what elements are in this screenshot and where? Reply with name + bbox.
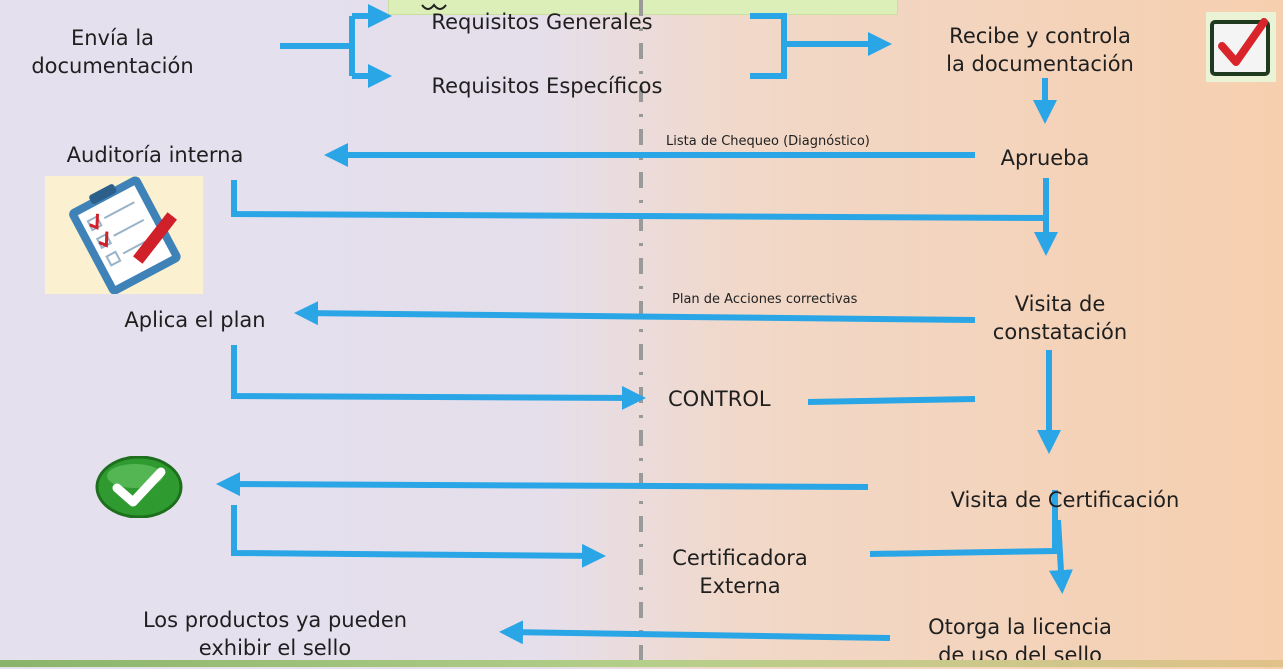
verification-visit-label: Visita de constatación bbox=[960, 290, 1160, 346]
bracket-right bbox=[750, 13, 787, 79]
control-label: CONTROL bbox=[668, 387, 771, 411]
external-certifier-line1: Certificadora bbox=[672, 546, 808, 570]
green-checkmark-icon bbox=[95, 455, 183, 519]
receive-control-line1: Recibe y controla bbox=[949, 24, 1131, 48]
checklist-clipboard-icon bbox=[45, 176, 203, 295]
checkbox-checked-icon bbox=[1206, 12, 1276, 82]
internal-audit-label: Auditoría interna bbox=[66, 143, 244, 167]
apply-plan-label: Aplica el plan bbox=[124, 308, 266, 332]
external-certifier-line2: Externa bbox=[699, 574, 781, 598]
verification-visit-line2: constatación bbox=[992, 320, 1128, 344]
requirements-general-label: Requisitos Generales bbox=[431, 10, 653, 34]
banner-decoration-icon bbox=[410, 0, 460, 14]
arrow-to-check bbox=[216, 472, 869, 497]
approves-label: Aprueba bbox=[1000, 146, 1090, 170]
bottom-accent-strip bbox=[0, 660, 1283, 667]
arrow-to-license bbox=[1048, 519, 1073, 594]
line-certifier-right bbox=[869, 490, 1058, 557]
corrective-plan-label: Plan de Acciones correctivas bbox=[672, 292, 858, 307]
arrow-to-certifier bbox=[231, 505, 606, 568]
send-docs-line2: documentación bbox=[31, 54, 194, 78]
send-docs-line1: Envía la bbox=[70, 26, 155, 50]
arrow-to-control bbox=[231, 345, 646, 410]
certification-visit-label: Visita de Certificación bbox=[950, 488, 1180, 512]
send-docs-label: Envía la documentación bbox=[0, 24, 225, 80]
verification-visit-line1: Visita de bbox=[1014, 292, 1106, 316]
products-seal-line1: Los productos ya pueden bbox=[142, 608, 408, 632]
external-certifier-label: Certificadora Externa bbox=[640, 544, 840, 600]
requirements-specific-label: Requisitos Específicos bbox=[431, 74, 663, 98]
arrow-corrective-plan bbox=[294, 301, 976, 326]
line-control-right bbox=[807, 396, 976, 405]
arrow-to-products bbox=[499, 620, 891, 645]
receive-control-line2: la documentación bbox=[946, 52, 1134, 76]
products-seal-label: Los productos ya pueden exhibir el sello bbox=[100, 606, 450, 662]
receive-control-label: Recibe y controla la documentación bbox=[900, 22, 1180, 78]
grant-license-line1: Otorga la licencia bbox=[928, 615, 1112, 639]
products-seal-line2: exhibir el sello bbox=[198, 636, 352, 660]
arrow-audit-loop bbox=[231, 180, 1047, 221]
checklist-label: Lista de Chequeo (Diagnóstico) bbox=[666, 134, 870, 149]
